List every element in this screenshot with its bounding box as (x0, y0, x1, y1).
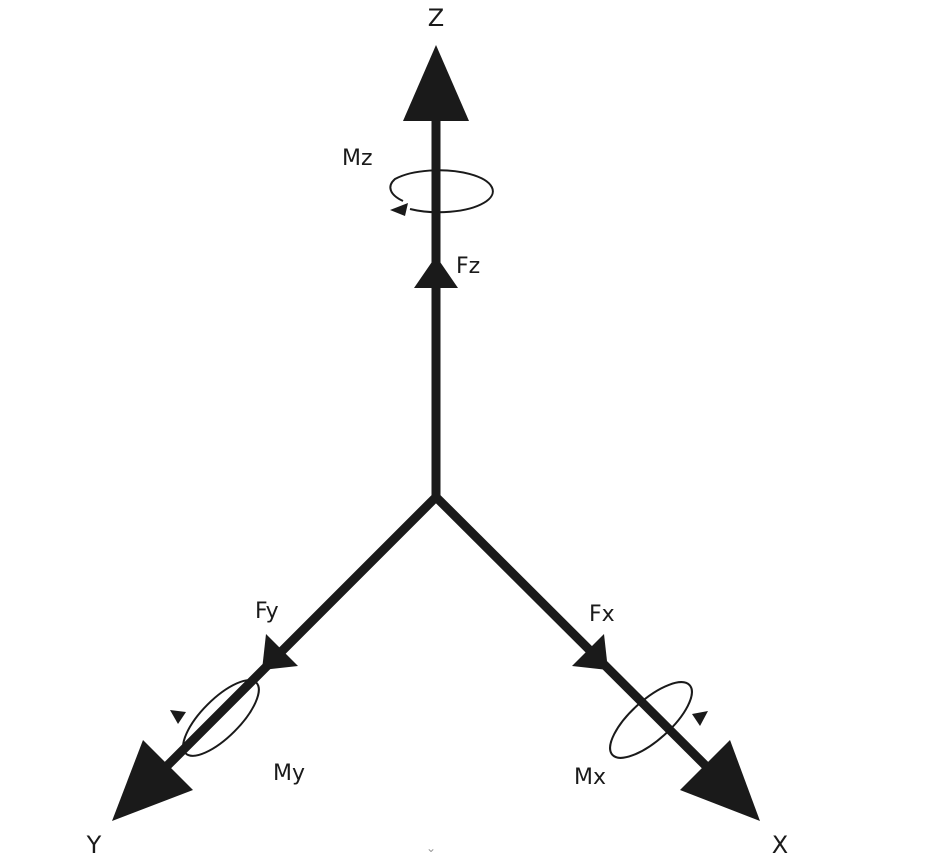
chevron-down-icon[interactable]: ⌄ (425, 841, 437, 855)
fz-arrowhead (414, 256, 458, 288)
mx-rotation-arrowhead (692, 711, 708, 726)
y-axis-label: Y (86, 831, 102, 859)
x-axis-label: X (772, 831, 788, 859)
fy-label: Fy (255, 599, 279, 624)
mx-label: Mx (574, 765, 606, 790)
y-axis-arrowhead (112, 740, 193, 821)
my-rotation-arrow (182, 679, 260, 757)
z-axis-label: Z (428, 4, 444, 32)
y-axis-line (144, 493, 440, 789)
mz-label: Mz (342, 146, 373, 171)
fy-arrowhead (262, 634, 298, 670)
z-axis-arrowhead (403, 45, 469, 121)
fx-arrowhead (572, 634, 608, 670)
my-rotation-arrowhead (170, 710, 186, 724)
x-axis-arrowhead (680, 740, 760, 821)
mx-rotation-arrow (609, 681, 693, 759)
my-label: My (273, 761, 305, 786)
fx-label: Fx (589, 602, 615, 627)
mz-rotation-arrow (389, 169, 494, 216)
fz-label: Fz (456, 254, 480, 279)
x-axis-line (432, 493, 729, 789)
